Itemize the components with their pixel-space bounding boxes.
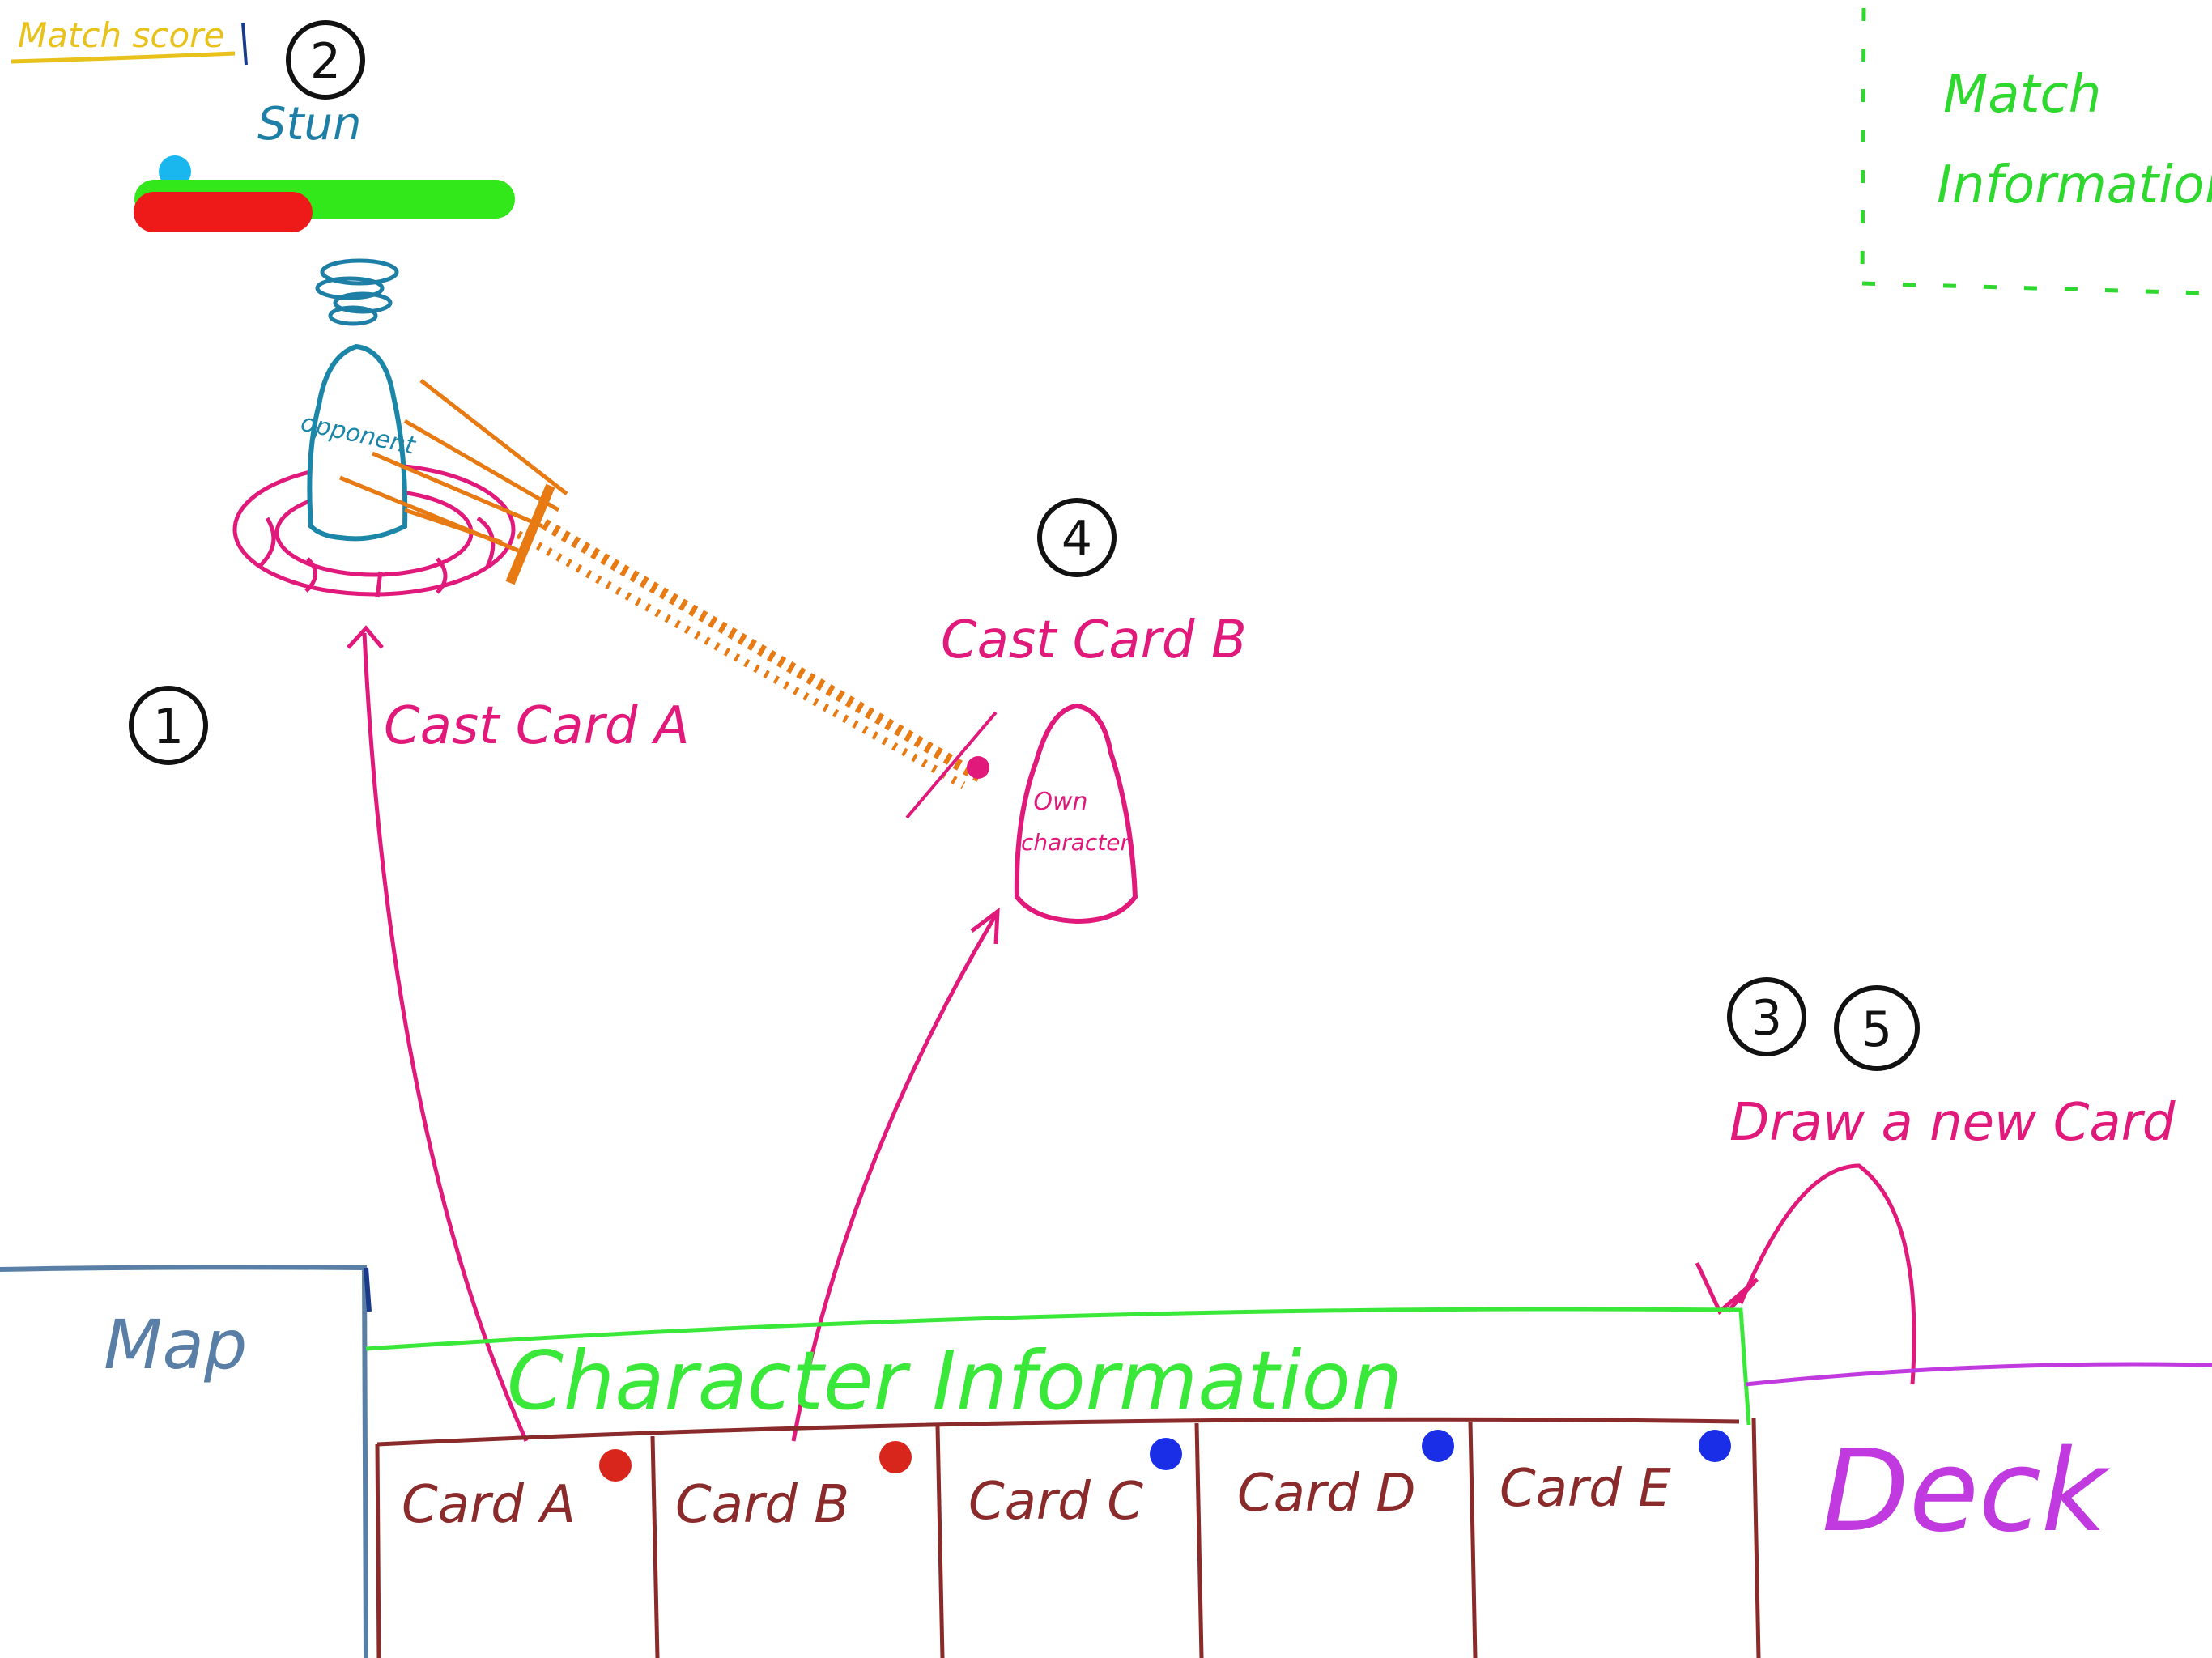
card-slot-b[interactable]: Card B (675, 1441, 912, 1535)
map-panel[interactable]: Map (0, 1265, 372, 1658)
cast-card-b-target (905, 711, 998, 819)
character-information-border (365, 1307, 1751, 1426)
deck-border (1745, 1362, 2212, 1387)
card-c-label: Card C (968, 1472, 1143, 1532)
card-a-label: Card A (402, 1475, 576, 1535)
deck-panel[interactable]: Deck (1745, 1362, 2212, 1558)
svg-text:3: 3 (1751, 990, 1782, 1047)
match-score-underline (11, 51, 236, 64)
svg-text:5: 5 (1861, 1001, 1892, 1058)
match-score-divider (241, 22, 248, 66)
match-information-panel: Match Information (1860, 7, 2212, 295)
arrow-draw-card (1695, 1163, 1916, 1385)
draw-card-label: Draw a new Card (1729, 1093, 2176, 1153)
attack-effect (339, 379, 983, 789)
step-1-marker: 1 (129, 686, 208, 765)
match-information-line1: Match (1943, 65, 2101, 125)
match-score-label: Match score (18, 15, 224, 55)
own-character: Own character (1014, 703, 1138, 925)
match-information-border (1860, 7, 2205, 295)
own-character-body (1014, 703, 1138, 925)
card-c-cost-dot (1150, 1438, 1182, 1470)
card-e-cost-dot (1699, 1430, 1731, 1462)
own-character-line2: character (1021, 829, 1131, 856)
match-score-label-group: Match score (11, 15, 248, 66)
arrow-card-b-to-own (791, 907, 1000, 1442)
card-e-label: Card E (1499, 1459, 1671, 1519)
character-information-label: Character Information (507, 1333, 1402, 1428)
deck-label: Deck (1822, 1426, 2111, 1558)
card-d-label: Card D (1237, 1464, 1415, 1524)
own-character-line1: Own (1033, 788, 1087, 816)
stun-swirl-icon (315, 258, 399, 326)
target-dot (967, 756, 989, 779)
map-label: Map (104, 1305, 247, 1384)
character-information-panel: Character Information (365, 1307, 1751, 1428)
card-d-cost-dot (1422, 1430, 1454, 1462)
svg-text:2: 2 (310, 33, 341, 90)
card-hand: Card A Card B Card C Card D Card E (375, 1417, 1761, 1658)
match-information-line2: Information (1937, 155, 2212, 215)
card-a-cost-dot (599, 1449, 632, 1482)
cast-card-a-label: Cast Card A (384, 696, 690, 756)
opponent-body (307, 343, 408, 542)
stun-label: Stun (257, 98, 362, 151)
svg-text:1: 1 (153, 699, 184, 755)
arrow-card-a-to-opponent (347, 625, 529, 1443)
cast-card-b-label: Cast Card B (941, 610, 1247, 670)
card-hand-top-border (376, 1417, 1740, 1447)
card-slot-d[interactable]: Card D (1237, 1430, 1454, 1524)
step-3-marker: 3 (1727, 977, 1806, 1056)
card-slot-e[interactable]: Card E (1499, 1430, 1731, 1519)
map-border (0, 1265, 368, 1658)
step-4-marker: 4 (1037, 498, 1117, 577)
card-b-label: Card B (675, 1475, 849, 1535)
step-5-marker: 5 (1834, 985, 1920, 1071)
svg-text:4: 4 (1061, 511, 1092, 568)
card-b-cost-dot (879, 1441, 912, 1473)
card-slot-a[interactable]: Card A (402, 1449, 632, 1535)
opponent-character: opponent (298, 343, 419, 542)
step-2-marker: 2 (286, 20, 365, 100)
card-slot-c[interactable]: Card C (968, 1438, 1182, 1532)
health-bar (134, 180, 515, 232)
